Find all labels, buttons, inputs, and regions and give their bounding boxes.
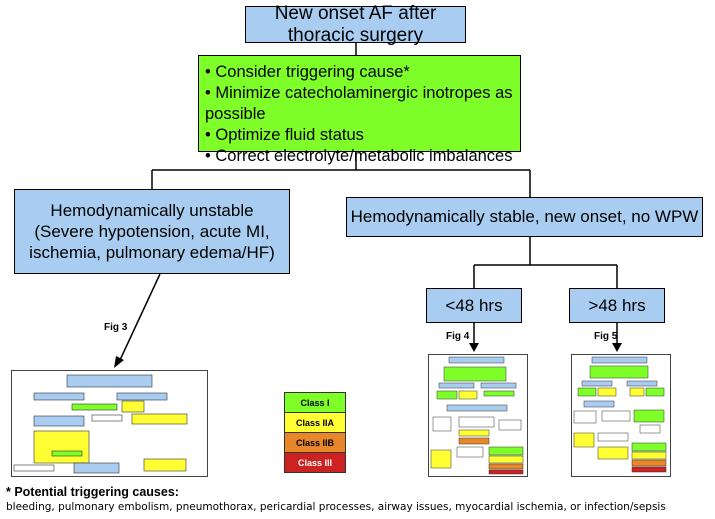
stable-node: Hemodynamically stable, new onset, no WP… (346, 197, 703, 237)
gt48-label: >48 hrs (588, 295, 646, 315)
unstable-line: Hemodynamically unstable (50, 201, 254, 220)
start-node-label: New onset AF after thoracic surgery (274, 2, 437, 46)
unstable-node: Hemodynamically unstable (Severe hypoten… (14, 189, 290, 274)
legend-class-iib: Class IIB (284, 432, 346, 453)
legend-class-iii: Class III (284, 452, 346, 473)
fig4-thumbnail (428, 354, 528, 477)
step-item: • Correct electrolyte/metabolic imbalanc… (205, 147, 513, 165)
fig5-thumbnail-image (573, 356, 667, 473)
stable-node-label: Hemodynamically stable, new onset, no WP… (350, 207, 699, 226)
fig4-thumbnail-image (430, 356, 524, 475)
lt48-label: <48 hrs (445, 295, 503, 315)
fig5-thumbnail (571, 354, 671, 477)
legend-class-iia: Class IIA (284, 412, 346, 433)
class-legend: Class I Class IIA Class IIB Class III (284, 392, 346, 473)
legend-class-i: Class I (284, 392, 346, 413)
step-item: • Minimize catecholaminergic inotropes a… (205, 84, 513, 123)
step-item: • Optimize fluid status (205, 126, 364, 144)
fig3-thumbnail-image (13, 374, 188, 474)
fig5-label: Fig 5 (594, 331, 618, 342)
fig3-thumbnail (11, 370, 208, 477)
gt48-node: >48 hrs (569, 288, 665, 323)
lt48-node: <48 hrs (426, 288, 522, 323)
fig4-label: Fig 4 (446, 331, 470, 342)
footnote-title: * Potential triggering causes: (6, 485, 179, 499)
initial-steps-node: • Consider triggering cause* • Minimize … (198, 55, 521, 165)
unstable-line: ischemia, pulmonary edema/HF) (29, 243, 275, 262)
fig3-label: Fig 3 (104, 322, 128, 333)
footnote: * Potential triggering causes: bleeding,… (6, 485, 666, 515)
step-item: • Consider triggering cause* (205, 63, 410, 81)
start-node: New onset AF after thoracic surgery (245, 3, 466, 46)
footnote-body: bleeding, pulmonary embolism, pneumothor… (6, 501, 666, 513)
unstable-line: (Severe hypotension, acute MI, (34, 222, 270, 241)
